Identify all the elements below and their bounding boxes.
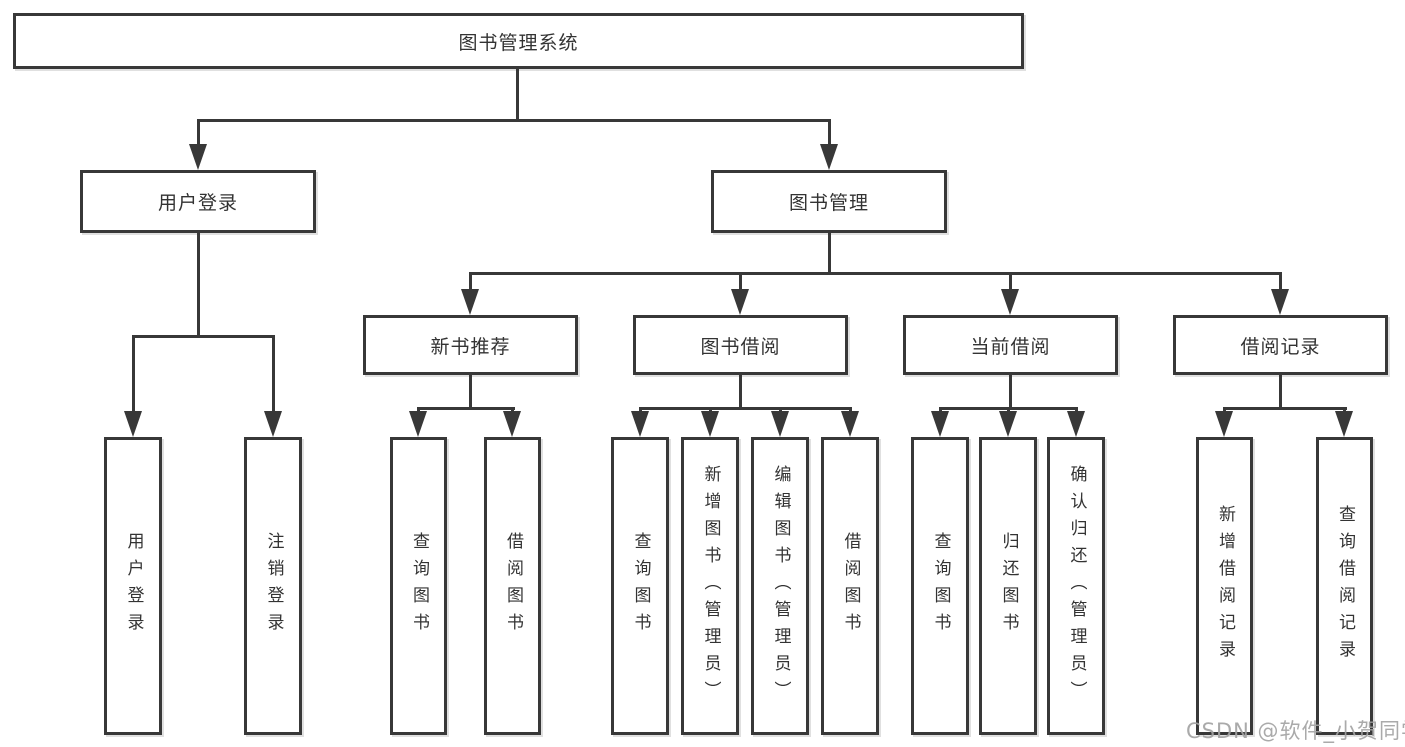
node-bb-add-books-admin: 新增图书（管理员） xyxy=(681,437,739,735)
arrow-down-icon xyxy=(1271,289,1289,315)
connector-br-stem xyxy=(1279,375,1282,409)
node-nbr-query-books: 查询图书 xyxy=(390,437,447,735)
node-cb-confirm-return-admin: 确认归还（管理员） xyxy=(1047,437,1105,735)
node-label: 查询借阅记录 xyxy=(1335,505,1355,667)
node-label: 归还图书 xyxy=(998,532,1019,640)
arrow-down-icon xyxy=(841,411,859,437)
node-bb-edit-books-admin: 编辑图书（管理员） xyxy=(751,437,809,735)
arrow-down-icon xyxy=(503,411,521,437)
connector-bb-split xyxy=(639,407,852,410)
connector-leaf xyxy=(709,407,712,414)
connector-leaf xyxy=(849,407,852,414)
node-nbr-borrow-books: 借阅图书 xyxy=(484,437,541,735)
node-br-add-record: 新增借阅记录 xyxy=(1196,437,1253,735)
node-logout-leaf: 注销登录 xyxy=(244,437,302,735)
node-new-book-recommend: 新书推荐 xyxy=(363,315,578,375)
arrow-down-icon xyxy=(1215,411,1233,437)
node-label: 新书推荐 xyxy=(430,335,511,358)
arrow-down-icon xyxy=(820,144,838,170)
connector-cb-stem xyxy=(1009,375,1012,409)
arrow-down-icon xyxy=(701,411,719,437)
csdn-watermark: CSDN @软件_小贺同学 xyxy=(1186,719,1405,743)
connector-bb-stem xyxy=(739,375,742,409)
arrow-down-icon xyxy=(1067,411,1085,437)
node-book-borrowing: 图书借阅 xyxy=(633,315,848,375)
node-current-borrowing: 当前借阅 xyxy=(903,315,1118,375)
node-bb-query-books: 查询图书 xyxy=(611,437,669,735)
node-label: 新增图书（管理员） xyxy=(700,464,721,708)
connector-leaf xyxy=(939,407,942,414)
node-cb-return-books: 归还图书 xyxy=(979,437,1037,735)
arrow-down-icon xyxy=(771,411,789,437)
node-label: 图书管理 xyxy=(788,192,869,214)
connector-to-book-management xyxy=(828,119,831,146)
arrow-down-icon xyxy=(731,289,749,315)
arrow-down-icon xyxy=(1001,289,1019,315)
node-label: 用户登录 xyxy=(157,192,238,214)
arrow-down-icon xyxy=(1335,411,1353,437)
connector-leaf xyxy=(511,407,514,414)
connector-leaf xyxy=(1007,407,1010,414)
connector-br-split xyxy=(1223,407,1347,410)
arrow-down-icon xyxy=(264,411,282,437)
connector-leaf xyxy=(779,407,782,414)
node-label: 当前借阅 xyxy=(970,335,1051,358)
connector-leaf xyxy=(1343,407,1346,414)
connector-leaf xyxy=(639,407,642,414)
connector-nbr-split xyxy=(417,407,515,410)
node-book-management: 图书管理 xyxy=(711,170,947,233)
arrow-down-icon xyxy=(631,411,649,437)
node-label: 确认归还（管理员） xyxy=(1066,464,1087,708)
node-label: 图书借阅 xyxy=(700,335,781,358)
connector-leaf xyxy=(1223,407,1226,414)
node-label: 图书管理系统 xyxy=(458,31,579,54)
connector-leaf xyxy=(1075,407,1078,414)
connector-to-logout-leaf xyxy=(272,335,275,412)
arrow-down-icon xyxy=(124,411,142,437)
node-label: 借阅记录 xyxy=(1240,335,1321,358)
node-user-login-leaf: 用户登录 xyxy=(104,437,162,735)
connector-nbr-stem xyxy=(469,375,472,409)
node-label: 查询图书 xyxy=(930,532,951,640)
node-label: 借阅图书 xyxy=(840,532,861,640)
node-label: 用户登录 xyxy=(123,532,144,640)
connector-to-borrowing-records xyxy=(1279,272,1282,291)
node-label: 编辑图书（管理员） xyxy=(770,464,791,708)
connector-to-user-login xyxy=(197,119,200,146)
node-cb-query-books: 查询图书 xyxy=(911,437,969,735)
connector-leaf xyxy=(417,407,420,414)
connector-user-login-split xyxy=(132,335,275,338)
connector-level1-split xyxy=(197,119,831,122)
connector-to-book-borrowing xyxy=(739,272,742,291)
connector-level2-split xyxy=(469,272,1281,275)
node-label: 查询图书 xyxy=(630,532,651,640)
node-br-query-record: 查询借阅记录 xyxy=(1316,437,1373,735)
node-bb-borrow-books: 借阅图书 xyxy=(821,437,879,735)
connector-to-current-borrowing xyxy=(1009,272,1012,291)
arrow-down-icon xyxy=(409,411,427,437)
arrow-down-icon xyxy=(461,289,479,315)
node-label: 查询图书 xyxy=(409,532,429,640)
node-library-management-system: 图书管理系统 xyxy=(13,13,1024,69)
arrow-down-icon xyxy=(189,144,207,170)
arrow-down-icon xyxy=(999,411,1017,437)
connector-to-new-book-recommend xyxy=(469,272,472,291)
arrow-down-icon xyxy=(931,411,949,437)
node-borrowing-records: 借阅记录 xyxy=(1173,315,1388,375)
node-label: 注销登录 xyxy=(263,532,284,640)
node-user-login: 用户登录 xyxy=(80,170,316,233)
connector-to-user-login-leaf xyxy=(132,335,135,412)
connector-root-stem xyxy=(516,69,519,122)
connector-book-management-stem xyxy=(828,233,831,274)
node-label: 新增借阅记录 xyxy=(1215,505,1235,667)
connector-user-login-stem xyxy=(197,233,200,336)
node-label: 借阅图书 xyxy=(503,532,523,640)
